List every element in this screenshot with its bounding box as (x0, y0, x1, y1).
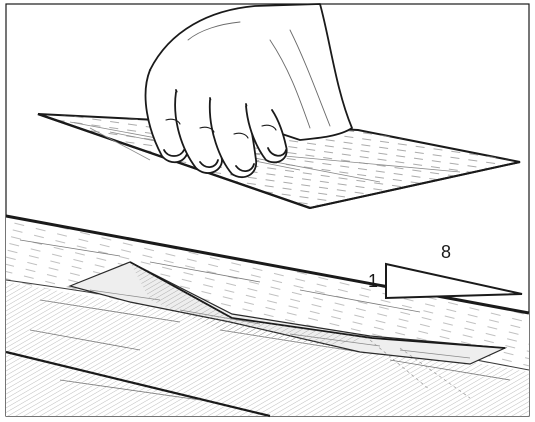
ratio-diagram: 8 1 (368, 242, 522, 298)
ratio-run-label: 8 (441, 242, 451, 262)
ratio-rise-label: 1 (368, 271, 378, 291)
ratio-triangle (386, 264, 522, 298)
